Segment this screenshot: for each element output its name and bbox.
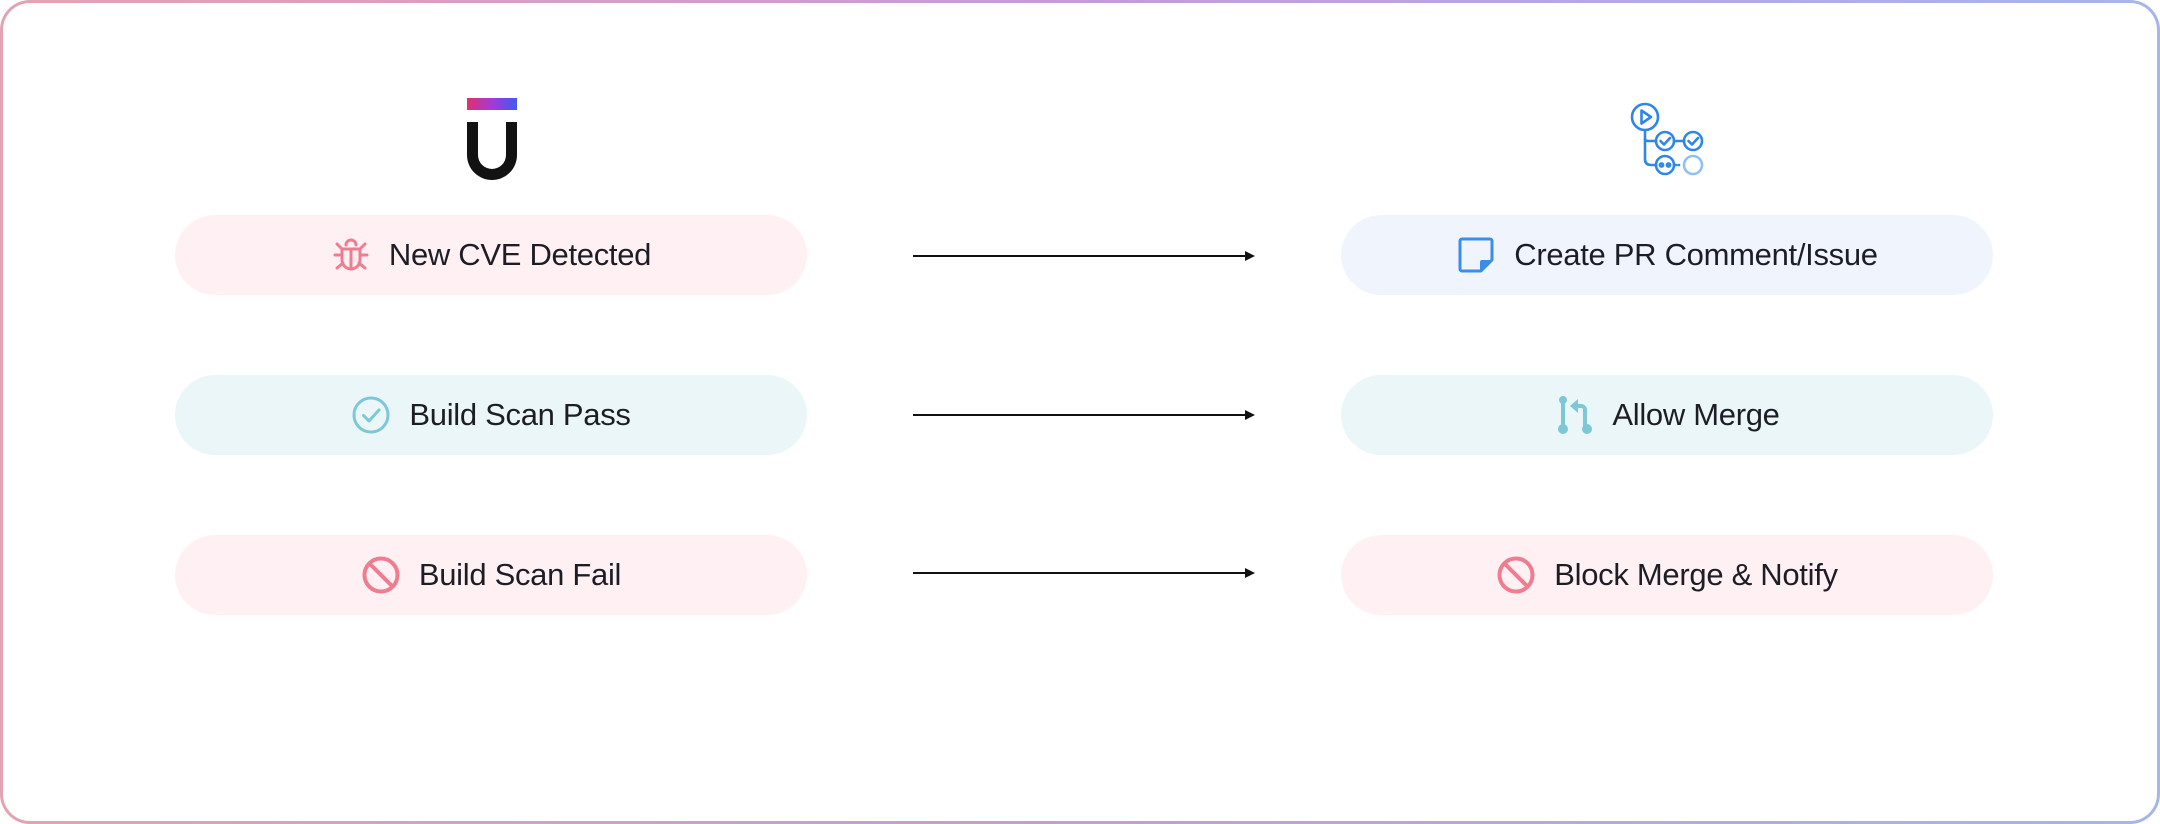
prohibited-icon [1497,556,1535,594]
left-row3-label: Build Scan Fail [418,557,622,592]
left-row1-label: New CVE Detected [388,237,652,272]
note-icon [1458,237,1494,273]
check-circle-icon [352,396,390,434]
allow-merge-pill: Allow Merge [1341,375,1993,455]
build-scan-fail-pill: Build Scan Fail [175,535,807,615]
right-row1-label: Create PR Comment/Issue [1514,237,1878,272]
build-scan-pass-pill: Build Scan Pass [175,375,807,455]
left-row2-label: Build Scan Pass [409,397,631,432]
scanner-u-logo [467,98,517,180]
github-actions-workflow-icon [1630,102,1704,176]
row1-arrow [913,251,1255,261]
right-row2-label: Allow Merge [1612,397,1780,432]
new-cve-detected-pill: New CVE Detected [175,215,807,295]
merge-icon [1558,396,1593,434]
right-row3-label: Block Merge & Notify [1554,557,1838,592]
row2-arrow [913,410,1255,420]
block-merge-notify-pill: Block Merge & Notify [1341,535,1993,615]
bug-icon [333,238,369,271]
create-pr-comment-pill: Create PR Comment/Issue [1341,215,1993,295]
row3-arrow [913,568,1255,578]
diagram-canvas: New CVE Detected Create PR Comment/Issue… [3,3,2157,821]
prohibited-icon [362,556,400,594]
